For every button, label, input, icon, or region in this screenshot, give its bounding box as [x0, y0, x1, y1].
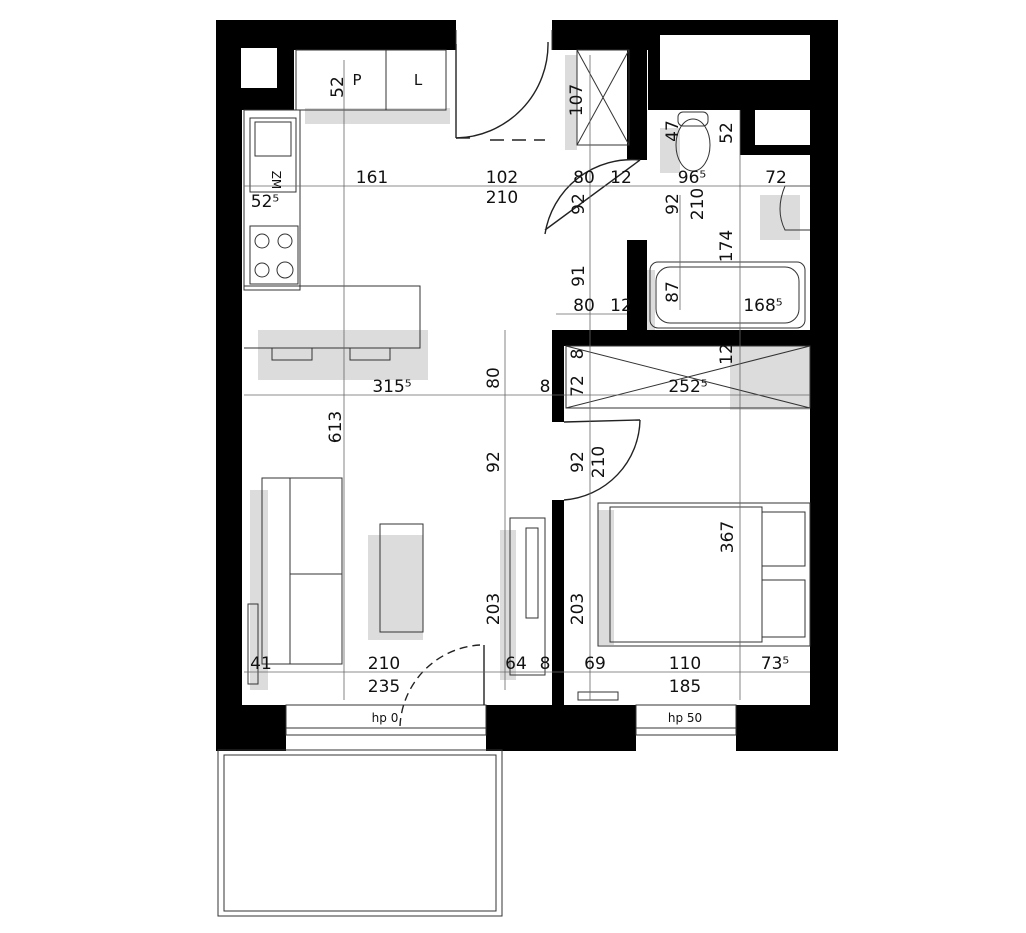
dim-bed-length: 367 [718, 521, 738, 553]
dim-window-203-right: 203 [568, 593, 588, 625]
dim-bath-door-92-right: 92 [663, 193, 683, 215]
dim-bed-185: 185 [669, 677, 701, 697]
dim-wall-8: 8 [540, 377, 551, 397]
dim-wc-depth: 47 [663, 120, 683, 142]
dim-bath-door-width: 80 [573, 168, 595, 188]
dim-door-92-bed: 92 [568, 451, 588, 473]
dim-window-64: 64 [505, 654, 527, 674]
dim-living-door-80: 80 [484, 367, 504, 389]
dim-bed-110: 110 [669, 654, 701, 674]
dim-wall-8-bottom: 8 [540, 654, 551, 674]
dimension-labels: 52 161 102 210 80 12 96⁵ 72 47 52 52⁵ 10… [250, 76, 789, 697]
dim-door-80-lower: 80 [573, 296, 595, 316]
dim-wardrobe-12: 12 [717, 343, 737, 365]
dim-wardrobe-72: 72 [568, 375, 588, 397]
dim-bath-length: 174 [717, 230, 737, 262]
dim-window-210: 210 [368, 654, 400, 674]
dim-window-235: 235 [368, 677, 400, 697]
label-p: P [352, 71, 361, 89]
dim-wc-width: 96⁵ [678, 168, 706, 188]
interior-lines [217, 30, 811, 917]
walls [216, 20, 838, 751]
dim-door-92-living: 92 [484, 451, 504, 473]
room-labels: P L ZM hp 0 hp 50 [269, 71, 702, 725]
dim-living-width: 315⁵ [372, 377, 411, 397]
dim-fridge-width: 52⁵ [251, 192, 279, 212]
dim-door-210-bed: 210 [589, 446, 609, 478]
label-l: L [414, 71, 423, 89]
dimension-lines [244, 55, 810, 700]
dim-hall-width: 102 [486, 168, 518, 188]
dim-window-203-left: 203 [484, 593, 504, 625]
dim-bed-73: 73⁵ [761, 654, 789, 674]
dim-bath-wall: 12 [610, 168, 632, 188]
dim-wall-12-lower: 12 [610, 296, 632, 316]
wall-cutouts [241, 35, 810, 145]
label-hp0: hp 0 [372, 711, 399, 725]
dim-bath-door-210: 210 [688, 188, 708, 220]
dim-sink-width: 72 [765, 168, 787, 188]
furniture-shadows [250, 55, 810, 690]
dim-bedroom-width: 252⁵ [668, 377, 707, 397]
dim-bath-door-92: 92 [569, 193, 589, 215]
dim-kitchen-depth: 52 [328, 76, 348, 98]
label-hp50: hp 50 [668, 711, 702, 725]
dim-living-length: 613 [326, 411, 346, 443]
dim-shower-depth: 107 [567, 84, 587, 116]
door-swings [399, 41, 641, 727]
label-zm: ZM [269, 171, 283, 190]
dim-kitchen-width: 161 [356, 168, 388, 188]
dim-tub-length: 168⁵ [743, 296, 782, 316]
dim-sofa-41: 41 [250, 654, 272, 674]
dim-wardrobe-8: 8 [568, 349, 588, 360]
dim-bath-top-depth: 52 [717, 122, 737, 144]
dim-bed-69: 69 [584, 654, 606, 674]
dim-door-91: 91 [569, 265, 589, 287]
dim-hall-door-height: 210 [486, 188, 518, 208]
dim-tub-width: 87 [663, 281, 683, 303]
